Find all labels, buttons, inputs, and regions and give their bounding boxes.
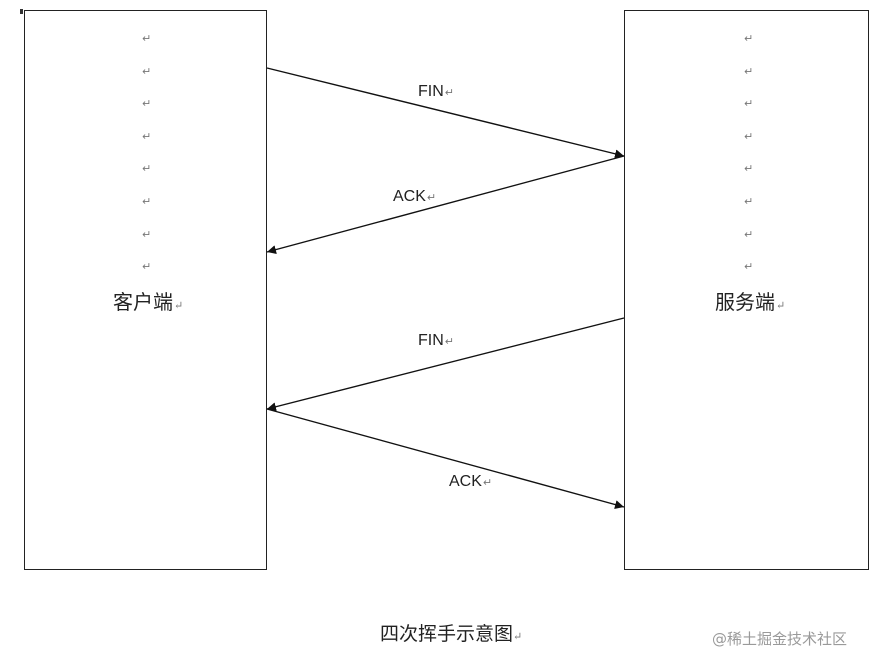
paragraph-mark: ↵ xyxy=(142,194,152,208)
return-mark: ↵ xyxy=(444,87,454,99)
fin-label-text: FIN xyxy=(418,83,444,100)
ack-label-text: ACK xyxy=(449,473,482,490)
paragraph-mark: ↵ xyxy=(142,227,152,241)
paragraph-mark: ↵ xyxy=(142,32,152,45)
fin-label-1: FIN↵ xyxy=(418,83,454,101)
server-paragraph-marks: ↵ ↵ ↵ ↵ ↵ ↵ ↵ ↵ xyxy=(744,31,764,292)
ack-arrow-2 xyxy=(266,408,625,509)
server-box: ↵ ↵ ↵ ↵ ↵ ↵ ↵ ↵ 服务端↵ xyxy=(624,10,869,570)
paragraph-mark: ↵ xyxy=(744,162,754,176)
paragraph-mark: ↵ xyxy=(142,162,152,176)
diagram-caption: 四次挥手示意图↵ xyxy=(380,619,522,646)
paragraph-mark: ↵ xyxy=(744,194,754,208)
return-mark: ↵ xyxy=(482,477,493,489)
ack-label-1: ACK↵ xyxy=(393,188,436,206)
return-mark: ↵ xyxy=(513,630,523,643)
paragraph-mark: ↵ xyxy=(744,227,754,241)
paragraph-mark: ↵ xyxy=(744,32,754,45)
paragraph-mark: ↵ xyxy=(142,260,152,274)
fin-arrow-2 xyxy=(266,317,625,412)
corner-marker xyxy=(20,9,23,14)
paragraph-mark: ↵ xyxy=(744,97,754,111)
server-label: 服务端↵ xyxy=(715,286,785,315)
ack-label-text: ACK xyxy=(393,188,426,205)
return-mark: ↵ xyxy=(444,336,454,348)
ack-label-2: ACK↵ xyxy=(449,473,492,491)
ack-arrow-1 xyxy=(266,155,625,255)
client-paragraph-marks: ↵ ↵ ↵ ↵ ↵ ↵ ↵ ↵ xyxy=(142,31,162,292)
fin-label-text: FIN xyxy=(418,332,444,349)
paragraph-mark: ↵ xyxy=(744,260,754,274)
client-label-text: 客户端 xyxy=(113,290,173,314)
paragraph-mark: ↵ xyxy=(744,64,754,78)
paragraph-mark: ↵ xyxy=(142,97,152,111)
paragraph-mark: ↵ xyxy=(744,129,754,143)
fin-arrow-1 xyxy=(266,67,625,159)
client-box: ↵ ↵ ↵ ↵ ↵ ↵ ↵ ↵ 客户端↵ xyxy=(24,10,267,570)
watermark: @稀土掘金技术社区 xyxy=(712,630,848,648)
paragraph-mark: ↵ xyxy=(142,64,152,78)
fin-label-2: FIN↵ xyxy=(418,332,454,350)
return-mark: ↵ xyxy=(426,192,437,204)
client-label: 客户端↵ xyxy=(113,286,183,315)
caption-text: 四次挥手示意图 xyxy=(380,623,514,645)
server-label-text: 服务端 xyxy=(715,290,775,314)
return-mark: ↵ xyxy=(776,299,786,312)
paragraph-mark: ↵ xyxy=(142,129,152,143)
return-mark: ↵ xyxy=(174,299,184,312)
